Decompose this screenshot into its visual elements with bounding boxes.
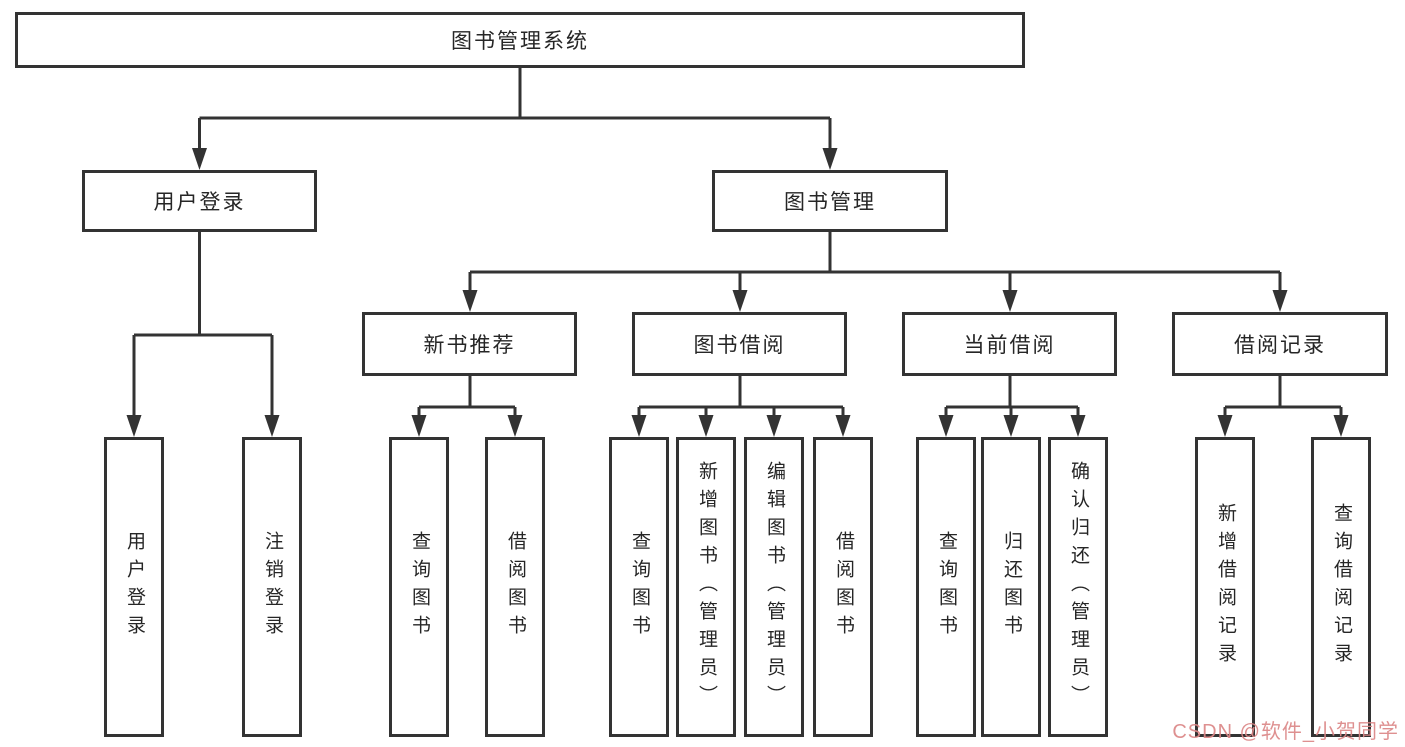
node-book-management: 图书管理 [712, 170, 948, 232]
leaf-query-books-recommend: 查询图书 [389, 437, 449, 737]
node-borrow-records: 借阅记录 [1172, 312, 1388, 376]
leaf-confirm-return-admin: 确认归还（管理员） [1048, 437, 1108, 737]
node-current-borrow: 当前借阅 [902, 312, 1117, 376]
csdn-watermark: CSDN @软件_小贺同学 [1172, 721, 1399, 743]
leaf-query-books-current: 查询图书 [916, 437, 976, 737]
leaf-edit-books-admin: 编辑图书（管理员） [744, 437, 804, 737]
leaf-query-books-borrow: 查询图书 [609, 437, 669, 737]
node-new-book-recommend: 新书推荐 [362, 312, 577, 376]
leaf-borrow-books: 借阅图书 [813, 437, 873, 737]
arrowheads [126, 148, 1349, 437]
leaf-return-books: 归还图书 [981, 437, 1041, 737]
node-user-login: 用户登录 [82, 170, 317, 232]
leaf-add-books-admin: 新增图书（管理员） [676, 437, 736, 737]
leaf-add-borrow-record: 新增借阅记录 [1195, 437, 1255, 737]
node-book-borrow: 图书借阅 [632, 312, 847, 376]
leaf-query-borrow-record: 查询借阅记录 [1311, 437, 1371, 737]
node-root: 图书管理系统 [15, 12, 1025, 68]
leaf-borrow-books-recommend: 借阅图书 [485, 437, 545, 737]
leaf-user-login: 用户登录 [104, 437, 164, 737]
leaf-logout: 注销登录 [242, 437, 302, 737]
